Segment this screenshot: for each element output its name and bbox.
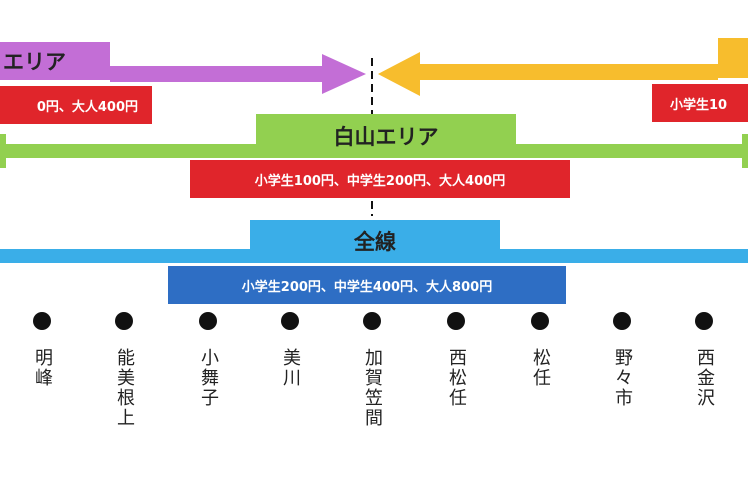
station-marker bbox=[115, 312, 133, 330]
left-area-fare: 0円、大人400円 bbox=[0, 86, 152, 124]
right-area-bar bbox=[718, 38, 748, 78]
station-nishimatto: 西松任 bbox=[436, 312, 476, 408]
right-area-fare: 小学生10 bbox=[652, 84, 748, 122]
station-marker bbox=[281, 312, 299, 330]
station-marker bbox=[695, 312, 713, 330]
station-name: 能美根上 bbox=[114, 348, 135, 428]
station-name: 西金沢 bbox=[694, 348, 715, 408]
station-name: 西松任 bbox=[446, 348, 467, 408]
station-name: 小舞子 bbox=[198, 348, 219, 408]
station-marker bbox=[33, 312, 51, 330]
hakusan-area-right-end bbox=[742, 134, 748, 168]
whole-line-title: 全線 bbox=[250, 220, 500, 262]
station-name: 野々市 bbox=[612, 348, 633, 408]
station-kagakasama: 加賀笠間 bbox=[352, 312, 392, 428]
left-area-title: エリア bbox=[0, 42, 72, 80]
station-name: 松任 bbox=[530, 348, 551, 388]
hakusan-area-left-end bbox=[0, 134, 6, 168]
station-name: 明峰 bbox=[32, 348, 53, 388]
station-marker bbox=[363, 312, 381, 330]
station-name: 加賀笠間 bbox=[362, 348, 383, 428]
station-nonoichi: 野々市 bbox=[602, 312, 642, 408]
hakusan-area-fare: 小学生100円、中学生200円、大人400円 bbox=[190, 160, 570, 198]
station-meiho: 明峰 bbox=[22, 312, 62, 388]
station-marker bbox=[199, 312, 217, 330]
left-area-arrow-shaft bbox=[110, 66, 326, 82]
station-marker bbox=[613, 312, 631, 330]
left-area-arrow-head bbox=[322, 54, 366, 94]
hakusan-area-title: 白山エリア bbox=[256, 114, 516, 158]
station-marker bbox=[531, 312, 549, 330]
station-komaiko: 小舞子 bbox=[188, 312, 228, 408]
station-nishikanazawa: 西金沢 bbox=[684, 312, 724, 408]
station-nomineagari: 能美根上 bbox=[104, 312, 144, 428]
whole-line-fare: 小学生200円、中学生400円、大人800円 bbox=[168, 266, 566, 304]
station-matto: 松任 bbox=[520, 312, 560, 388]
station-name: 美川 bbox=[280, 348, 301, 388]
right-area-arrow-shaft bbox=[418, 64, 718, 80]
right-area-arrow-head bbox=[378, 52, 420, 96]
station-mikawa: 美川 bbox=[270, 312, 310, 388]
station-marker bbox=[447, 312, 465, 330]
